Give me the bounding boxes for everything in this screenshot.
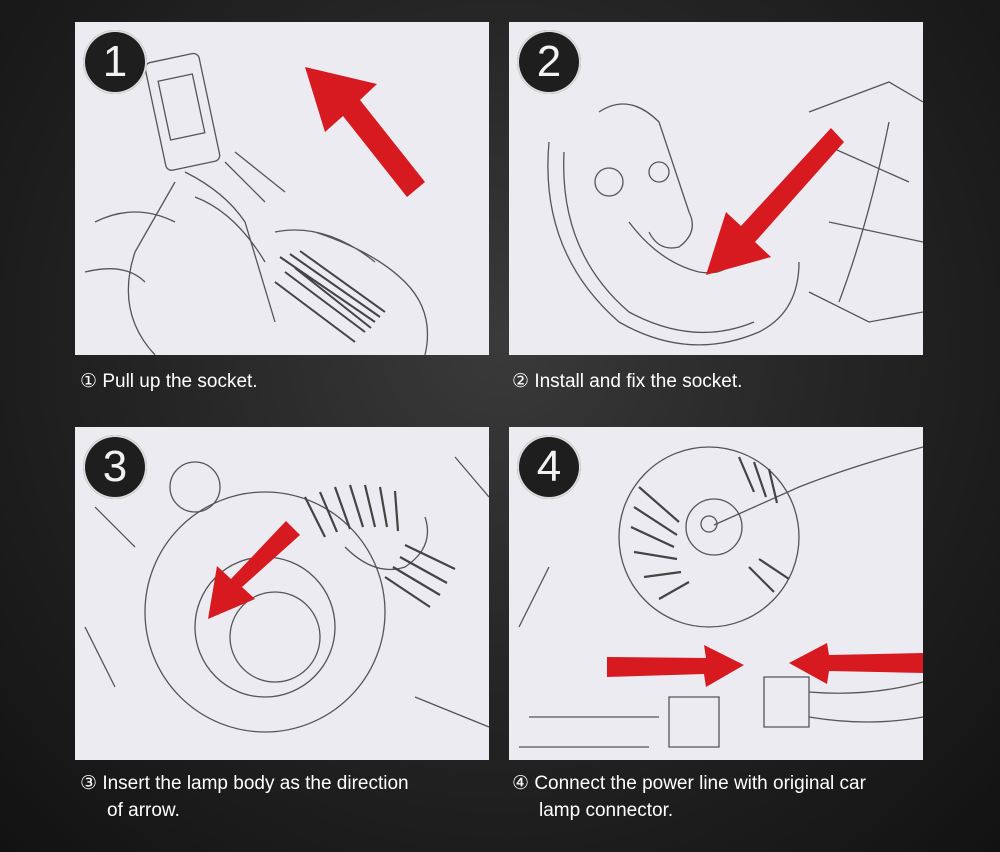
down-left-arrow: [706, 128, 844, 275]
step-2-badge: 2: [517, 30, 581, 94]
step-4-number: ④: [512, 772, 530, 794]
step-1-badge: 1: [83, 30, 147, 94]
step-2-number: ②: [512, 370, 530, 392]
step-4-badge: 4: [517, 435, 581, 499]
step-4-text-line2: lamp connector.: [539, 800, 674, 821]
step-4-caption: ④ Connect the power line with original c…: [512, 770, 932, 824]
step-3-caption: ③ Insert the lamp body as the direction …: [80, 770, 500, 824]
step-1-caption: ① Pull up the socket.: [80, 368, 490, 395]
step-4-text: Connect the power line with original car: [534, 773, 866, 794]
step-3-text-line2: of arrow.: [107, 800, 180, 821]
step-2-illustration: 2: [509, 22, 923, 355]
insert-arrow: [208, 521, 300, 619]
left-arrow: [789, 643, 923, 684]
step-4-illustration: 4: [509, 427, 923, 760]
step-3-illustration: 3: [75, 427, 489, 760]
step-1-number: ①: [80, 370, 98, 392]
step-2-text: Install and fix the socket.: [534, 371, 743, 392]
connector-arrows: [607, 643, 923, 687]
step-2-caption: ② Install and fix the socket.: [512, 368, 932, 395]
step-1-illustration: 1: [75, 22, 489, 355]
step-3-number: ③: [80, 772, 98, 794]
bulb-removal-sketch: [84, 52, 429, 355]
step-3-badge: 3: [83, 435, 147, 499]
up-arrow: [305, 67, 425, 197]
connector-sketch: [518, 446, 923, 748]
step-3-text: Insert the lamp body as the direction: [102, 773, 409, 794]
step-1-text: Pull up the socket.: [102, 371, 258, 392]
right-arrow: [607, 645, 744, 687]
